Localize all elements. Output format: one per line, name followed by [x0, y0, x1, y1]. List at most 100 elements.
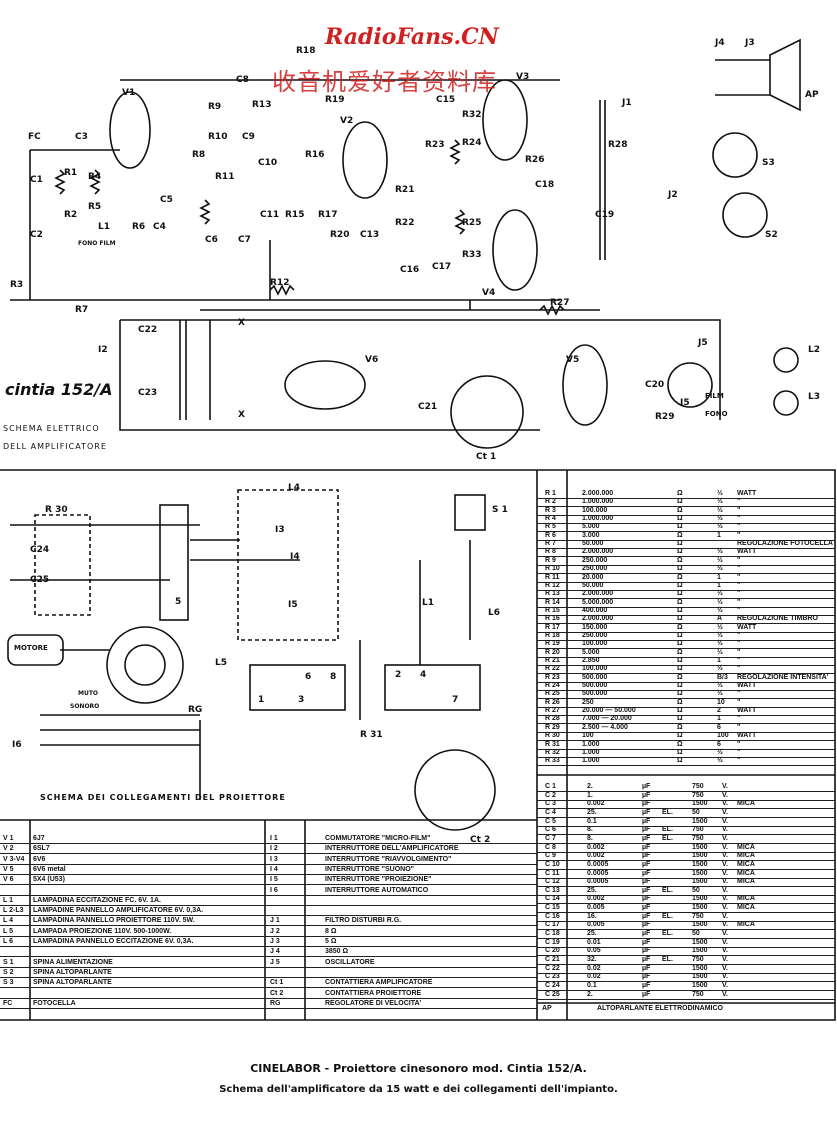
table-cell: Ω: [677, 515, 683, 523]
table-cell: R 1: [545, 490, 556, 497]
label: C1: [30, 175, 43, 185]
table-cell: Ω: [677, 615, 683, 623]
label: L6: [488, 608, 500, 618]
table-cell: V.: [722, 783, 728, 790]
table-cell: R 4: [545, 515, 556, 523]
table-cell: 250.000: [582, 631, 608, 639]
label: R2: [64, 210, 78, 220]
table-cell: 100.000: [582, 665, 608, 673]
table-cell: R 32: [545, 748, 560, 756]
table-cell: REGOLAZIONE INTENSITA': [737, 673, 829, 681]
label: FC: [28, 132, 41, 142]
table-cell: 2.: [587, 783, 593, 790]
table-cell: ½: [717, 523, 723, 531]
label: C15: [436, 95, 456, 105]
table-cell: 32.: [587, 956, 597, 963]
table-cell: ": [737, 657, 741, 664]
table-cell: I 1: [270, 835, 278, 842]
label: S3: [762, 158, 775, 168]
table-cell: WATT: [737, 707, 757, 715]
label: Ct 1: [476, 452, 497, 462]
table-cell: R 15: [545, 606, 560, 614]
table-cell: 250.000: [582, 556, 608, 564]
label: R28: [608, 140, 628, 150]
table-cell: µF: [642, 938, 651, 946]
label: R27: [550, 298, 570, 308]
table-cell: µF: [642, 921, 651, 929]
table-cell: C 7: [545, 834, 556, 842]
table-cell: V.: [722, 826, 728, 834]
table-cell: Ct 1: [270, 979, 284, 987]
table-cell: V.: [722, 886, 728, 894]
table-cell: ": [737, 748, 741, 756]
label: R20: [330, 230, 350, 240]
table-cell: C 17: [545, 921, 560, 929]
table-cell: A: [717, 615, 723, 623]
table-cell: 400.000: [582, 606, 608, 614]
table-cell: ½: [717, 606, 723, 614]
table-cell: µF: [642, 817, 651, 825]
label: MUTO: [78, 690, 99, 697]
table-cell: Ω: [677, 657, 683, 664]
table-cell: ½: [717, 565, 723, 573]
connections-title: SCHEMA DEI COLLEGAMENTI DEL PROIETTORE: [40, 793, 286, 802]
table-cell: 1500: [692, 895, 708, 903]
table-cell: C 20: [545, 947, 560, 955]
table-cell: J 5: [270, 958, 280, 966]
table-cell: C 9: [545, 852, 556, 860]
table-cell: ": [737, 523, 741, 531]
label: R10: [208, 132, 228, 142]
tube-v4: [492, 209, 538, 291]
label: R23: [425, 140, 445, 150]
table-cell: 750: [692, 990, 704, 998]
label: C10: [258, 158, 278, 168]
table-cell: C 1: [545, 783, 556, 790]
table-cell: J 1: [270, 917, 280, 925]
table-cell: V.: [722, 834, 728, 842]
tube-v3: [482, 79, 528, 161]
table-cell: L 5: [3, 927, 13, 935]
table-cell: Ω: [677, 523, 683, 531]
label: R7: [75, 305, 89, 315]
label: C17: [432, 262, 452, 272]
table-cell: 100: [717, 732, 729, 740]
table-cell: V.: [722, 930, 728, 938]
table-cell: 1500: [692, 938, 708, 946]
table-cell: 6J7: [33, 835, 45, 842]
label: J3: [745, 38, 755, 48]
speaker-row: AP ALTOPARLANTE ELETTRODINAMICO: [537, 1005, 835, 1017]
label: 3: [298, 695, 305, 705]
table-row: [265, 969, 537, 978]
table-cell: Ω: [677, 740, 683, 748]
label: R8: [192, 150, 206, 160]
label: I3: [275, 525, 285, 535]
table-cell: 5.000: [582, 648, 600, 656]
table-cell: C 16: [545, 912, 560, 920]
table-cell: ": [737, 556, 741, 564]
table-cell: 0.05: [587, 947, 601, 955]
table-cell: ": [737, 757, 741, 765]
table-cell: 25.: [587, 886, 597, 894]
table-cell: Ω: [677, 682, 683, 690]
table-cell: V.: [722, 981, 728, 989]
table-cell: 750: [692, 956, 704, 963]
table-cell: Ω: [677, 565, 683, 573]
label: V4: [482, 288, 496, 298]
table-cell: 1500: [692, 921, 708, 929]
table-cell: R 10: [545, 565, 560, 573]
table-cell: INTERRUTTORE AUTOMATICO: [325, 886, 429, 894]
table-cell: 1500: [692, 869, 708, 877]
